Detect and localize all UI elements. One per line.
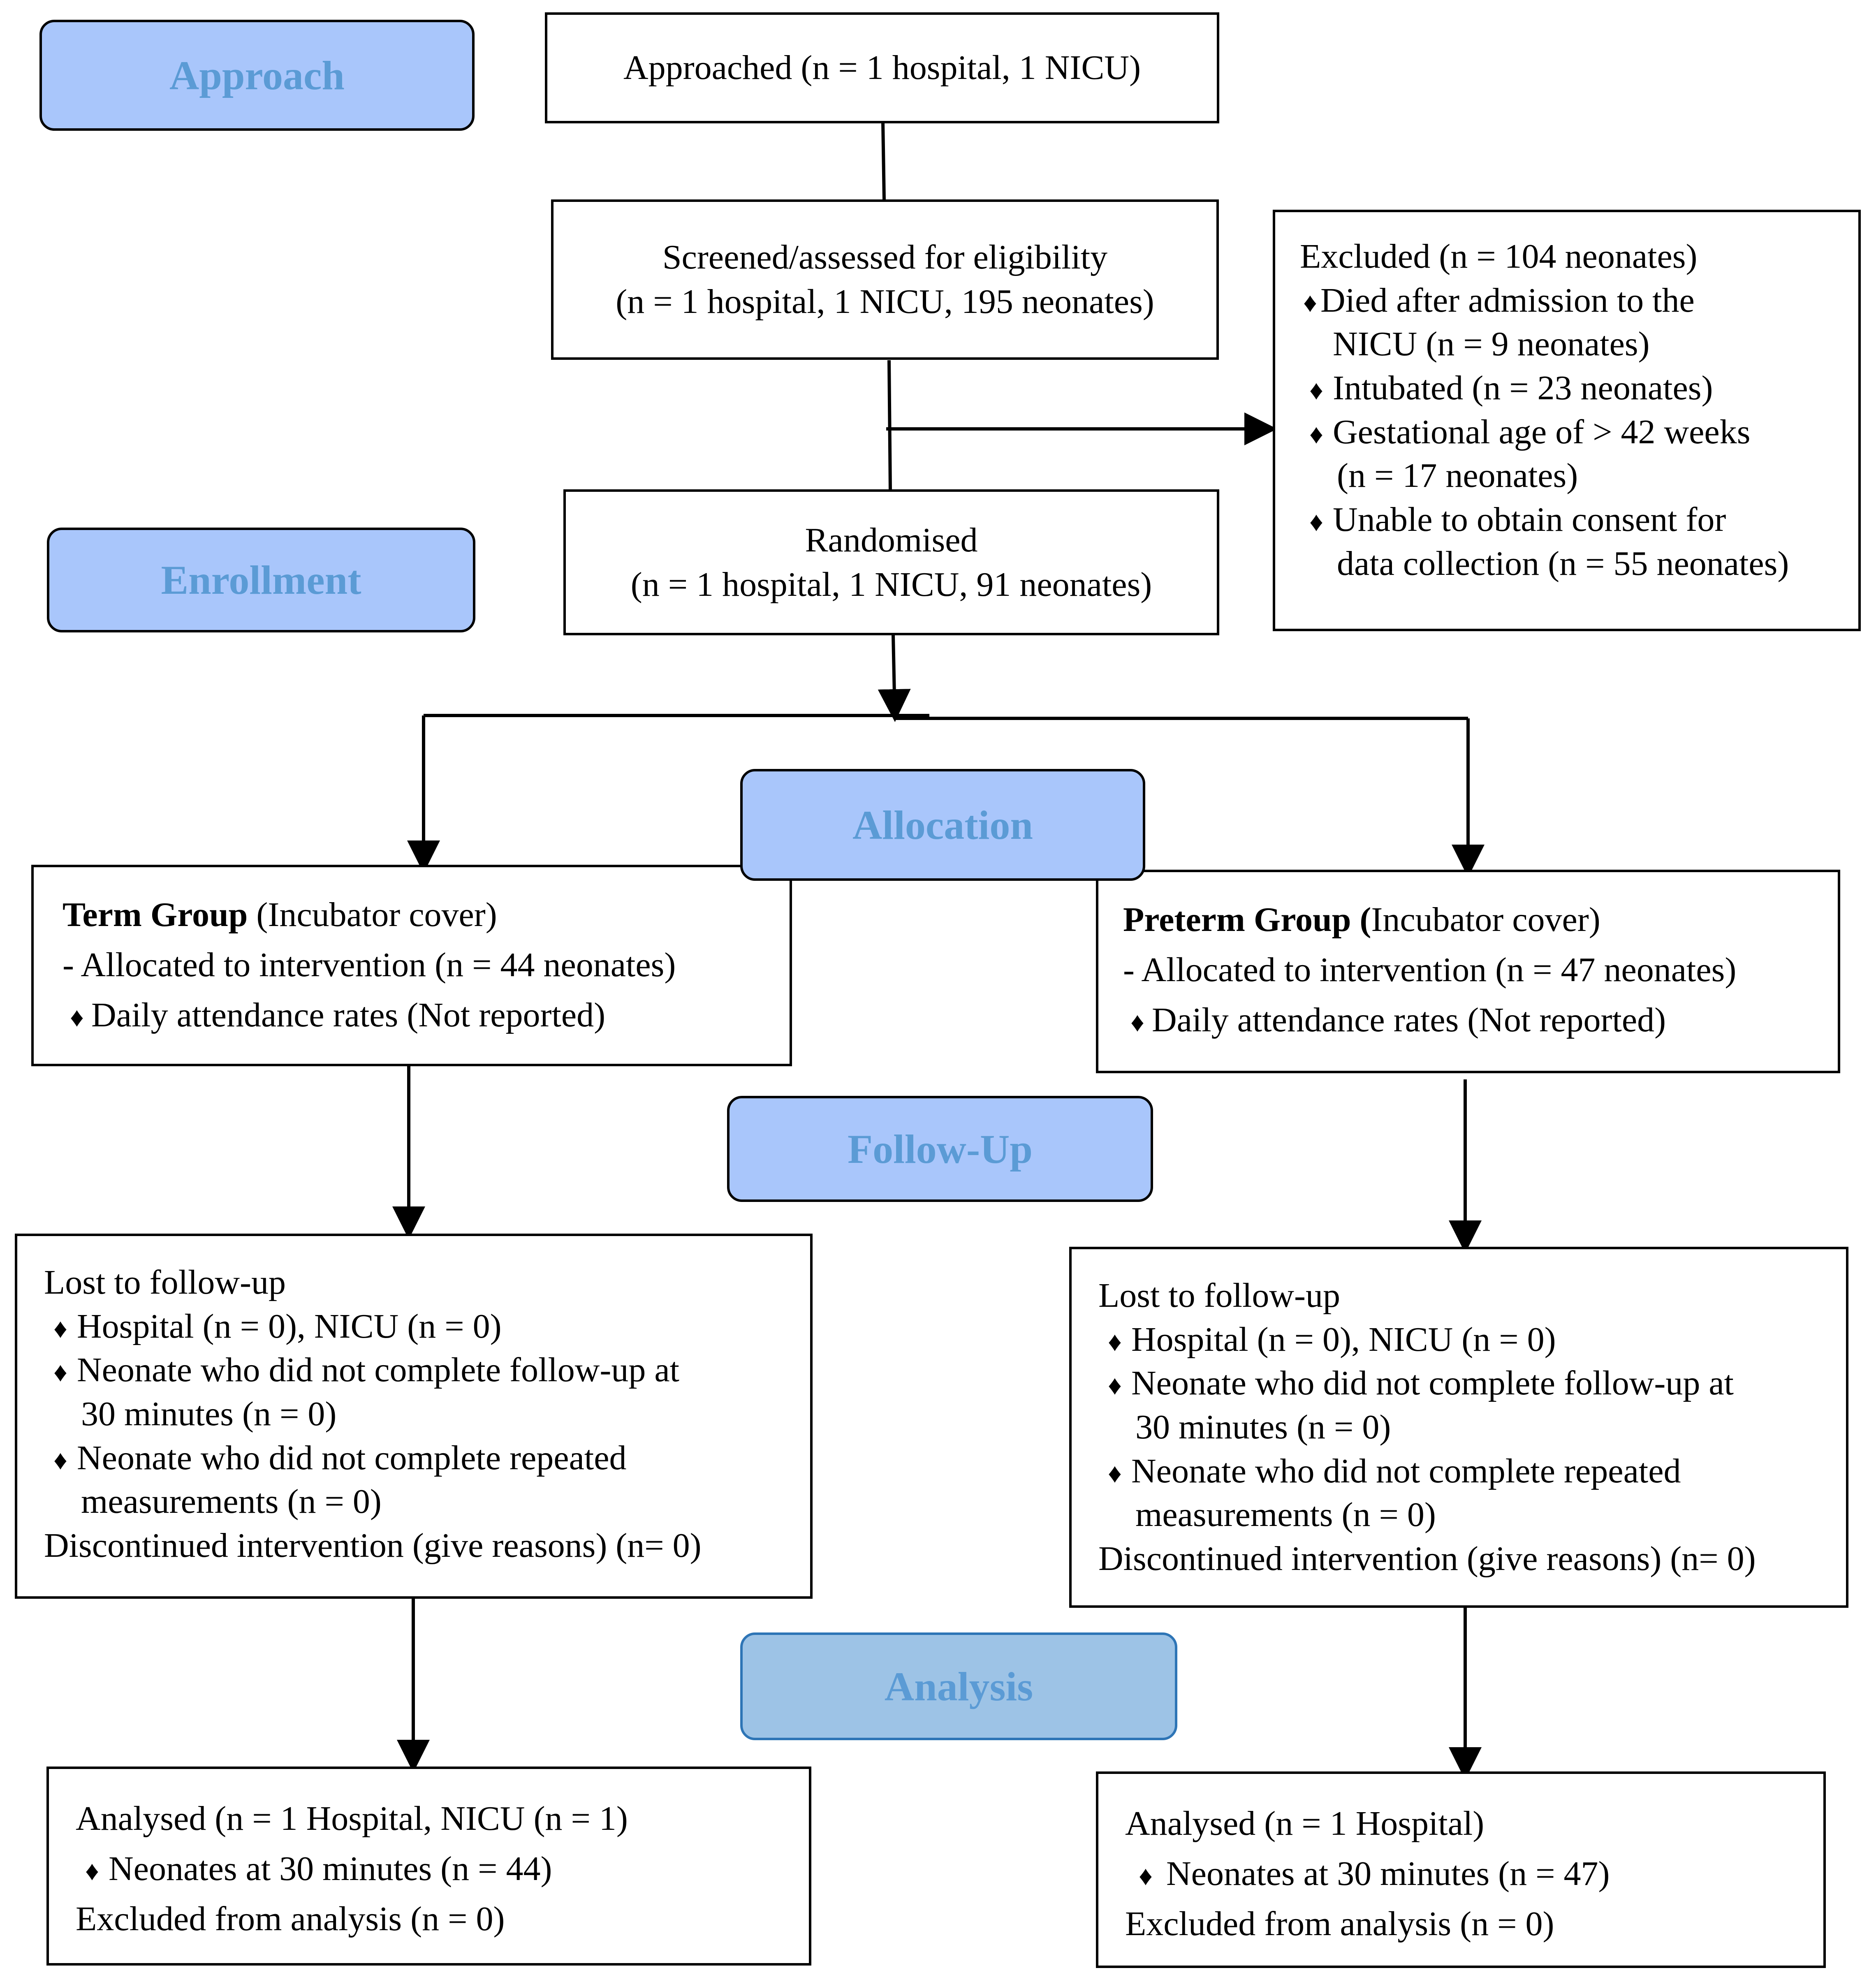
- bullet-diamond-icon: ♦: [70, 1002, 84, 1033]
- term-group-box: Term Group (Incubator cover) - Allocated…: [31, 865, 792, 1066]
- term-analysis-box: Analysed (n = 1 Hospital, NICU (n = 1) ♦…: [46, 1767, 811, 1966]
- term-analysed-neonates: ♦Neonates at 30 minutes (n = 44): [76, 1844, 809, 1894]
- bullet-diamond-icon: ♦: [1309, 507, 1323, 537]
- approached-box: Approached (n = 1 hospital, 1 NICU): [545, 12, 1219, 123]
- bullet-diamond-icon: ♦: [85, 1856, 99, 1886]
- term-attendance: ♦Daily attendance rates (Not reported): [63, 990, 790, 1040]
- approached-text: Approached (n = 1 hospital, 1 NICU): [623, 49, 1141, 87]
- excluded-consent-cont: data collection (n = 55 neonates): [1337, 544, 1789, 583]
- screened-line2: (n = 1 hospital, 1 NICU, 195 neonates): [616, 282, 1154, 321]
- stage-analysis: Analysis: [740, 1632, 1177, 1740]
- excluded-box: Excluded (n = 104 neonates) ♦Died after …: [1273, 210, 1861, 631]
- preterm-analysis-box: Analysed (n = 1 Hospital) ♦Neonates at 3…: [1096, 1771, 1826, 1968]
- preterm-followup-box: Lost to follow-up ♦Hospital (n = 0), NIC…: [1069, 1247, 1848, 1608]
- term-lost-repeated-cont: measurements (n = 0): [81, 1482, 382, 1521]
- excluded-died-cont: NICU (n = 9 neonates): [1333, 325, 1650, 364]
- term-lost-title: Lost to follow-up: [44, 1263, 286, 1301]
- stage-approach: Approach: [39, 20, 475, 131]
- term-lost-repeated: ♦Neonate who did not complete repeated: [44, 1436, 810, 1480]
- term-lost-30min: ♦Neonate who did not complete follow-up …: [44, 1348, 810, 1392]
- bullet-diamond-icon: ♦: [53, 1313, 67, 1344]
- preterm-group-title: Preterm Group (Incubator cover): [1123, 901, 1600, 939]
- randomised-line2: (n = 1 hospital, 1 NICU, 91 neonates): [630, 565, 1152, 604]
- screened-line1: Screened/assessed for eligibility: [662, 238, 1108, 277]
- excluded-title: Excluded (n = 104 neonates): [1300, 237, 1698, 276]
- bullet-diamond-icon: ♦: [1108, 1371, 1122, 1401]
- stage-analysis-label: Analysis: [884, 1663, 1033, 1709]
- term-lost-hospital: ♦Hospital (n = 0), NICU (n = 0): [44, 1305, 810, 1349]
- bullet-diamond-icon: ♦: [1303, 287, 1317, 318]
- excluded-died: ♦Died after admission to the: [1300, 279, 1858, 323]
- bullet-diamond-icon: ♦: [53, 1357, 67, 1388]
- randomised-line1: Randomised: [805, 521, 978, 559]
- excluded-gestational: ♦Gestational age of > 42 weeks: [1300, 410, 1858, 454]
- stage-enrollment: Enrollment: [47, 528, 475, 632]
- bullet-diamond-icon: ♦: [1108, 1327, 1122, 1357]
- term-followup-box: Lost to follow-up ♦Hospital (n = 0), NIC…: [15, 1234, 813, 1599]
- stage-followup-label: Follow-Up: [848, 1126, 1033, 1172]
- connector-screened-randomised: [887, 360, 892, 491]
- stage-allocation-label: Allocation: [852, 802, 1033, 848]
- bullet-diamond-icon: ♦: [1309, 375, 1323, 406]
- screened-box: Screened/assessed for eligibility (n = 1…: [551, 199, 1219, 360]
- stage-enrollment-label: Enrollment: [161, 557, 361, 603]
- randomised-box: Randomised (n = 1 hospital, 1 NICU, 91 n…: [563, 489, 1219, 635]
- bullet-diamond-icon: ♦: [53, 1445, 67, 1475]
- bullet-diamond-icon: ♦: [1139, 1861, 1153, 1891]
- connector-approached-screened: [881, 122, 886, 200]
- bullet-diamond-icon: ♦: [1130, 1007, 1144, 1037]
- preterm-analysed-neonates: ♦Neonates at 30 minutes (n = 47): [1125, 1849, 1823, 1899]
- stage-followup: Follow-Up: [727, 1096, 1153, 1202]
- term-analysed: Analysed (n = 1 Hospital, NICU (n = 1): [76, 1799, 628, 1838]
- preterm-lost-30min: ♦Neonate who did not complete follow-up …: [1098, 1361, 1846, 1405]
- preterm-lost-hospital: ♦Hospital (n = 0), NICU (n = 0): [1098, 1318, 1846, 1362]
- stage-allocation: Allocation: [740, 769, 1145, 881]
- excluded-intubated: ♦Intubated (n = 23 neonates): [1300, 366, 1858, 410]
- excluded-consent: ♦Unable to obtain consent for: [1300, 498, 1858, 542]
- preterm-lost-repeated: ♦Neonate who did not complete repeated: [1098, 1449, 1846, 1493]
- preterm-group-box: Preterm Group (Incubator cover) - Alloca…: [1096, 870, 1840, 1073]
- preterm-analysed: Analysed (n = 1 Hospital): [1125, 1804, 1485, 1843]
- preterm-discontinued: Discontinued intervention (give reasons)…: [1098, 1540, 1756, 1578]
- bullet-diamond-icon: ♦: [1108, 1458, 1122, 1489]
- bullet-diamond-icon: ♦: [1309, 419, 1323, 449]
- preterm-excluded-analysis: Excluded from analysis (n = 0): [1125, 1904, 1554, 1943]
- arrow-randomised-split: [878, 635, 911, 722]
- preterm-attendance: ♦Daily attendance rates (Not reported): [1123, 995, 1838, 1045]
- term-excluded-analysis: Excluded from analysis (n = 0): [76, 1899, 505, 1938]
- preterm-allocated: - Allocated to intervention (n = 47 neon…: [1123, 950, 1737, 989]
- stage-approach-label: Approach: [169, 52, 345, 98]
- preterm-lost-title: Lost to follow-up: [1098, 1276, 1340, 1315]
- excluded-gestational-cont: (n = 17 neonates): [1337, 456, 1578, 495]
- term-group-title: Term Group (Incubator cover): [63, 896, 497, 934]
- term-discontinued: Discontinued intervention (give reasons)…: [44, 1526, 702, 1565]
- term-allocated: - Allocated to intervention (n = 44 neon…: [63, 945, 676, 984]
- preterm-lost-repeated-cont: measurements (n = 0): [1135, 1496, 1436, 1534]
- preterm-lost-30min-cont: 30 minutes (n = 0): [1135, 1408, 1391, 1447]
- term-lost-30min-cont: 30 minutes (n = 0): [81, 1395, 337, 1433]
